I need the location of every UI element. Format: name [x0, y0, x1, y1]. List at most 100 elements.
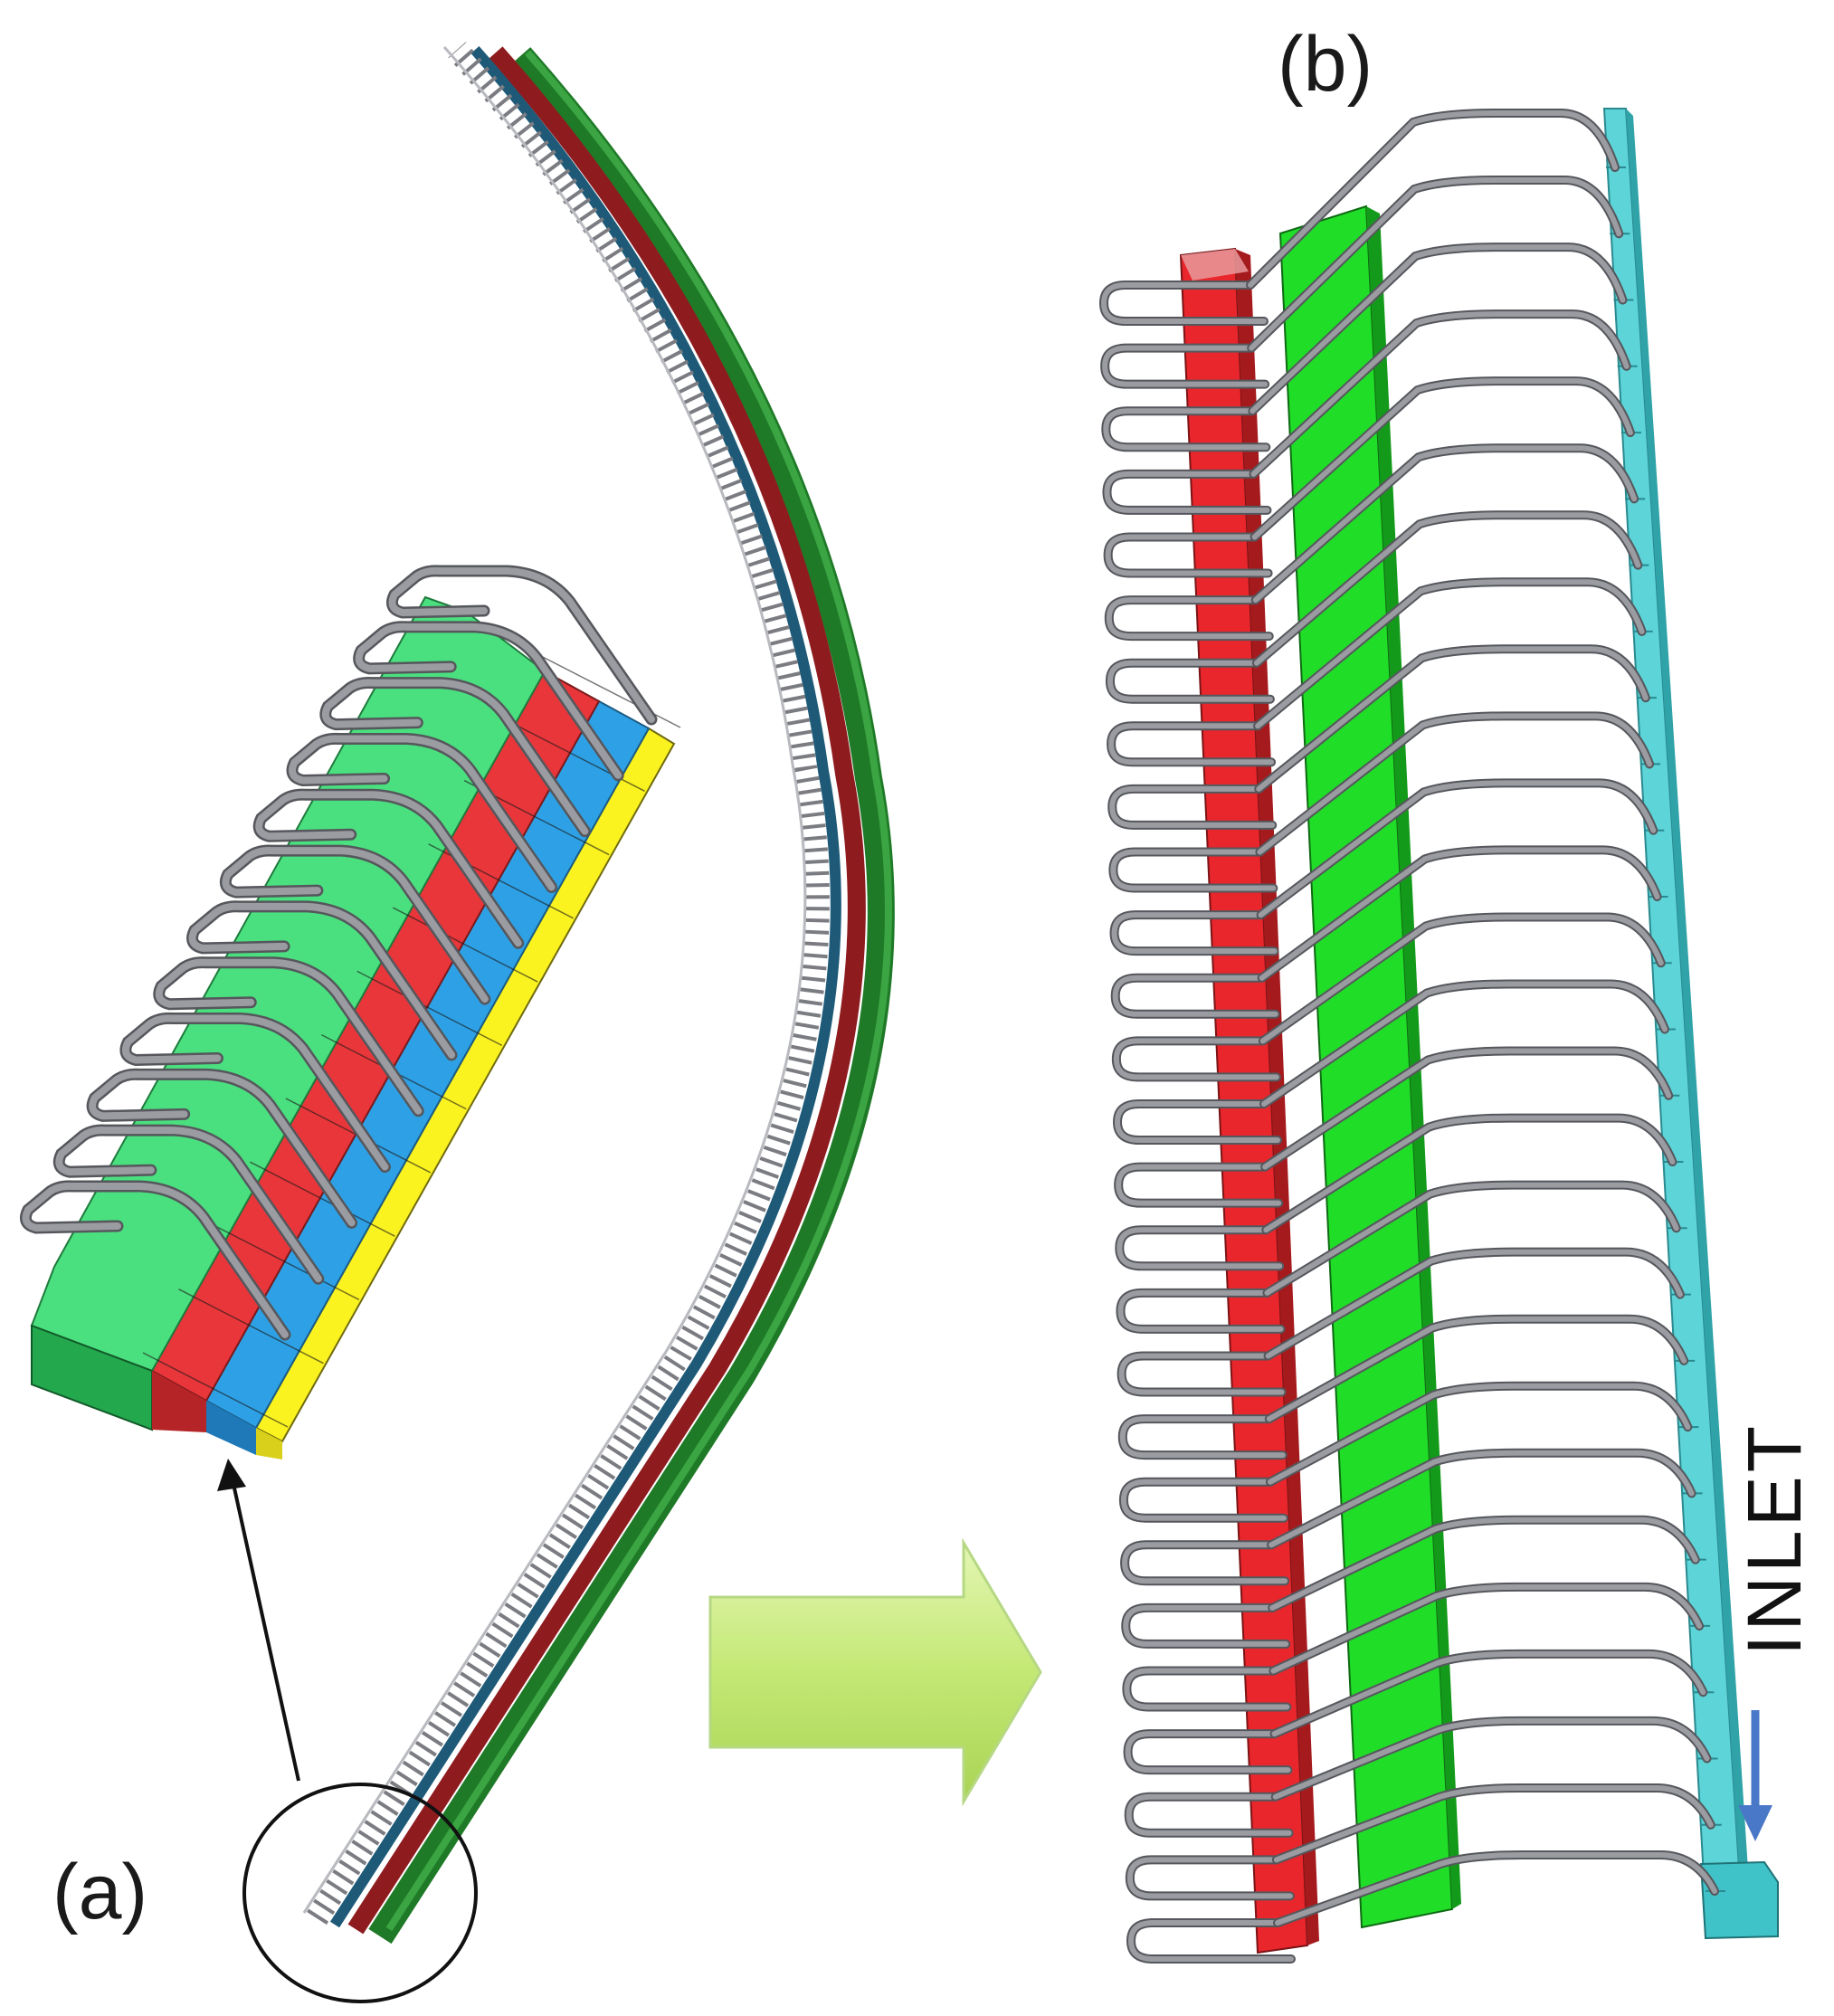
red-absorber-strip — [347, 46, 866, 1935]
panel-a-label: (a) — [52, 1849, 147, 1935]
inset-u-tube — [188, 902, 456, 1059]
u-tube-riser — [1264, 1182, 1679, 1296]
u-tube-array — [1098, 109, 1719, 1964]
inset-red-endface — [152, 1371, 206, 1432]
panel-a: (a) — [20, 42, 895, 2003]
u-tube-riser-outline — [1264, 1314, 1689, 1424]
u-tube-riser — [1249, 177, 1622, 351]
inset-partition-line — [392, 907, 538, 983]
u-tube-bend — [1109, 785, 1276, 828]
u-tube-bend — [1122, 1542, 1288, 1584]
u-tube-riser — [1259, 914, 1664, 1044]
u-tube-riser-outline — [1271, 1783, 1715, 1865]
inset-partition-line — [178, 1289, 324, 1365]
inset-partition-line — [142, 1352, 289, 1428]
u-tube-riser — [1265, 1249, 1683, 1359]
right-arrow-icon — [708, 1537, 1042, 1807]
u-tube-riser — [1257, 713, 1653, 855]
u-tube-bend — [1107, 660, 1273, 702]
u-tube-riser-outline — [1267, 1448, 1696, 1550]
u-tube-riser — [1267, 1383, 1691, 1485]
u-tube-riser — [1258, 780, 1657, 918]
inset-blue-endface — [206, 1401, 256, 1455]
inlet-manifold — [1602, 108, 1779, 1940]
inset-u-tube — [22, 1182, 289, 1338]
down-arrow-icon — [1738, 1710, 1772, 1841]
u-tube-riser — [1273, 1784, 1714, 1863]
inset-u-tube — [89, 1070, 356, 1227]
inset-u-tube — [121, 1014, 389, 1171]
inset-partition-line — [214, 1224, 360, 1301]
u-tube-riser-outline — [1265, 1381, 1693, 1487]
manifold-side — [1626, 109, 1751, 1911]
u-tube-bend — [1117, 1227, 1283, 1270]
panel-b-label: (b) — [1278, 21, 1373, 108]
u-tube-bend — [1114, 1101, 1280, 1143]
inset-partition-line — [535, 652, 681, 728]
green-absorber-highlight — [385, 50, 892, 1932]
u-tube-riser — [1252, 445, 1638, 604]
inlet-label: INLET — [1732, 1422, 1817, 1656]
u-tube-bend — [1111, 912, 1278, 955]
inset-u-tube — [355, 623, 622, 779]
u-tube-bend — [1126, 1857, 1293, 1899]
u-tube-riser — [1251, 378, 1633, 540]
u-tube-bend — [1120, 1479, 1287, 1521]
u-tube-bend — [1102, 345, 1269, 387]
u-tube-riser — [1266, 1316, 1687, 1422]
u-tube-bend — [1105, 534, 1271, 576]
u-tube-bend — [1106, 597, 1272, 640]
u-tube-bend — [1116, 1164, 1282, 1206]
green-absorber-strip — [368, 47, 895, 1945]
u-tube-bend — [1108, 723, 1275, 766]
u-tube-riser — [1269, 1517, 1698, 1611]
coiled-tubes-edge — [302, 46, 807, 1914]
inset-u-tube — [388, 566, 655, 723]
u-tube-bend — [1125, 1731, 1291, 1774]
u-tube-riser — [1261, 981, 1668, 1107]
u-tube-riser — [1256, 646, 1649, 792]
zoom-pointer-arrow — [217, 1459, 300, 1782]
inset-partition-line — [250, 1161, 395, 1237]
blue-channel-strip — [329, 46, 841, 1928]
u-tube-riser — [1271, 1650, 1706, 1737]
manifold-front — [1602, 108, 1744, 1910]
u-tube-riser — [1248, 110, 1618, 288]
u-tube-bend — [1113, 1038, 1279, 1080]
inset-u-tube — [289, 735, 556, 891]
u-tube-riser — [1253, 512, 1641, 666]
green-absorber-bar — [1278, 204, 1461, 1929]
inset-u-tube — [321, 679, 589, 835]
u-tube-bend — [1104, 471, 1270, 513]
u-tube-riser — [1269, 1450, 1695, 1548]
u-tube-riser-outline — [1268, 1515, 1700, 1612]
u-tube-riser — [1272, 1717, 1710, 1800]
u-tube-riser — [1263, 1115, 1676, 1233]
u-tube-bend — [1110, 849, 1277, 891]
u-tube-riser — [1255, 579, 1645, 729]
inset-u-tube — [222, 846, 489, 1003]
u-tube-bend — [1127, 1920, 1294, 1962]
u-tube-bend — [1100, 282, 1267, 324]
inset-u-tubes — [20, 565, 658, 1341]
inset-closeup — [20, 565, 681, 1460]
u-tube-bend — [1103, 408, 1269, 451]
inset-u-tube — [55, 1127, 322, 1283]
u-tube-bend — [1112, 975, 1278, 1017]
curved-receiver-assembly — [302, 42, 895, 1945]
inset-yellow-endface — [256, 1428, 282, 1460]
u-tube-riser — [1259, 847, 1660, 981]
u-tube-riser — [1250, 244, 1626, 414]
u-tube-bend — [1117, 1289, 1284, 1332]
u-tube-riser — [1262, 1048, 1672, 1170]
u-tube-bend — [1119, 1416, 1286, 1459]
u-tube-riser — [1270, 1583, 1703, 1674]
u-tube-riser — [1275, 1852, 1717, 1926]
u-tube-bend — [1118, 1353, 1285, 1395]
zoom-circle — [242, 1783, 478, 2003]
panel-b: (b) INLET — [1098, 21, 1817, 1964]
inset-partition-line — [356, 970, 503, 1047]
inset-u-tube — [155, 958, 423, 1115]
u-tube-bend — [1124, 1668, 1290, 1710]
